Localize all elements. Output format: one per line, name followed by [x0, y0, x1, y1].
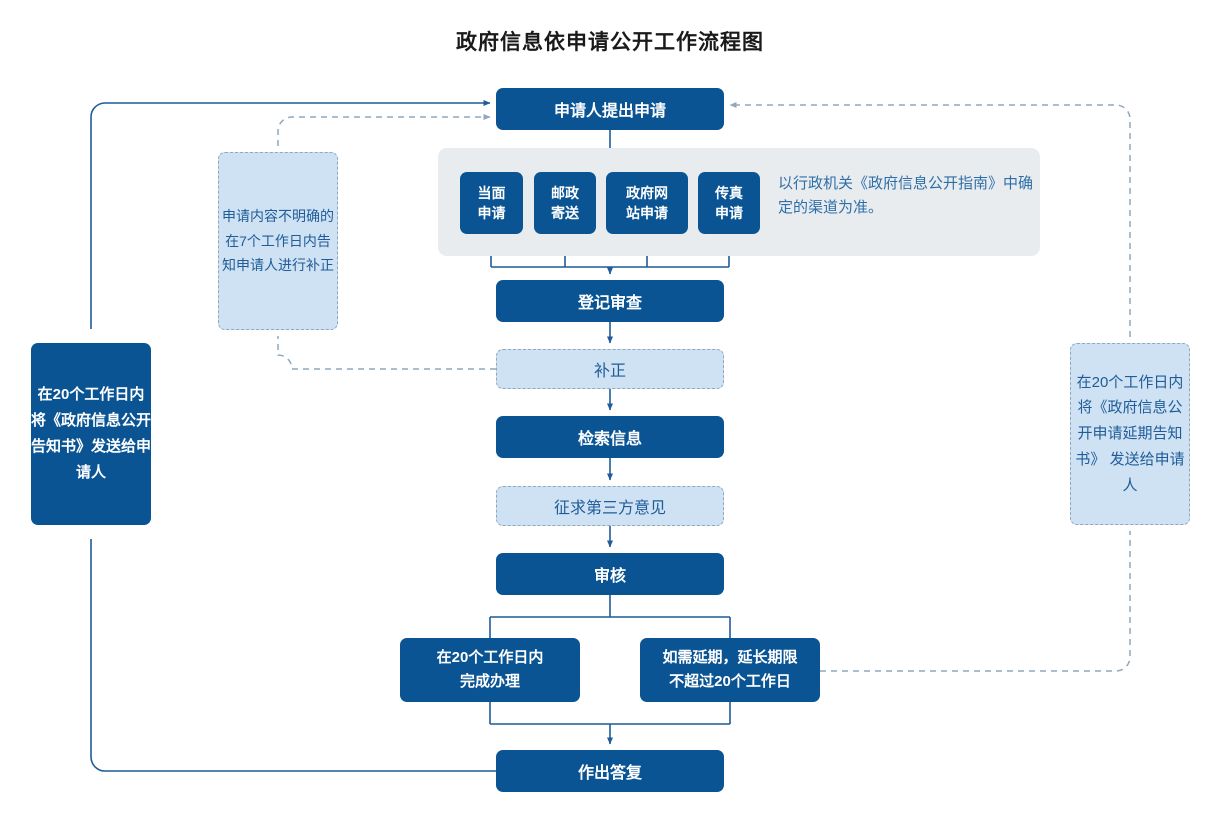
node-review[interactable]: 审核 [496, 553, 724, 595]
node-finish-within-20-days[interactable]: 在20个工作日内 完成办理 [400, 638, 580, 702]
page-title: 政府信息依申请公开工作流程图 [456, 31, 764, 54]
node-extension-label: 如需延期，延长期限 不超过20个工作日 [662, 649, 798, 690]
node-channel-fax-label: 传真 申请 [715, 184, 743, 221]
node-registration-review[interactable]: 登记审查 [496, 280, 724, 322]
node-retrieve-info[interactable]: 检索信息 [496, 416, 724, 458]
channel-note: 以行政机关《政府信息公开指南》中确定的渠道为准。 [778, 175, 1034, 217]
node-channel-fax[interactable]: 传真 申请 [698, 172, 760, 234]
note-unclear-content[interactable]: 申请内容不明确的在7个工作日内告知申请人进行补正 [218, 152, 338, 330]
note-extension-notice[interactable]: 在20个工作日内将《政府信息公开申请延期告知书》 发送给申请人 [1070, 343, 1190, 525]
node-channel-postal-label: 邮政 寄送 [551, 184, 579, 221]
note-unclear-content-label: 申请内容不明确的在7个工作日内告知申请人进行补正 [222, 207, 334, 274]
node-channel-website-label: 政府网 站申请 [626, 184, 668, 221]
node-registration-review-label: 登记审查 [577, 295, 642, 312]
node-retrieve-info-label: 检索信息 [577, 431, 642, 448]
node-channel-postal[interactable]: 邮政 寄送 [534, 172, 596, 234]
node-finish-within-20-days-label: 在20个工作日内 完成办理 [436, 649, 544, 690]
node-supplement[interactable]: 补正 [496, 349, 724, 389]
node-extension[interactable]: 如需延期，延长期限 不超过20个工作日 [640, 638, 820, 702]
node-apply[interactable]: 申请人提出申请 [496, 88, 724, 130]
note-disclosure-notice[interactable]: 在20个工作日内将《政府信息公开告知书》发送给申请人 [31, 343, 151, 525]
note-disclosure-notice-label: 在20个工作日内将《政府信息公开告知书》发送给申请人 [31, 386, 152, 481]
node-third-party-opinion-label: 征求第三方意见 [553, 500, 666, 517]
node-channel-in-person[interactable]: 当面 申请 [460, 172, 523, 234]
node-review-label: 审核 [593, 568, 626, 585]
node-channel-website[interactable]: 政府网 站申请 [606, 172, 688, 234]
node-make-reply-label: 作出答复 [577, 765, 642, 782]
node-make-reply[interactable]: 作出答复 [496, 750, 724, 792]
node-third-party-opinion[interactable]: 征求第三方意见 [496, 486, 724, 526]
note-extension-notice-label: 在20个工作日内将《政府信息公开申请延期告知书》 发送给申请人 [1075, 373, 1185, 494]
node-supplement-label: 补正 [593, 363, 626, 380]
node-apply-label: 申请人提出申请 [553, 103, 666, 120]
node-channel-in-person-label: 当面 申请 [477, 184, 506, 221]
